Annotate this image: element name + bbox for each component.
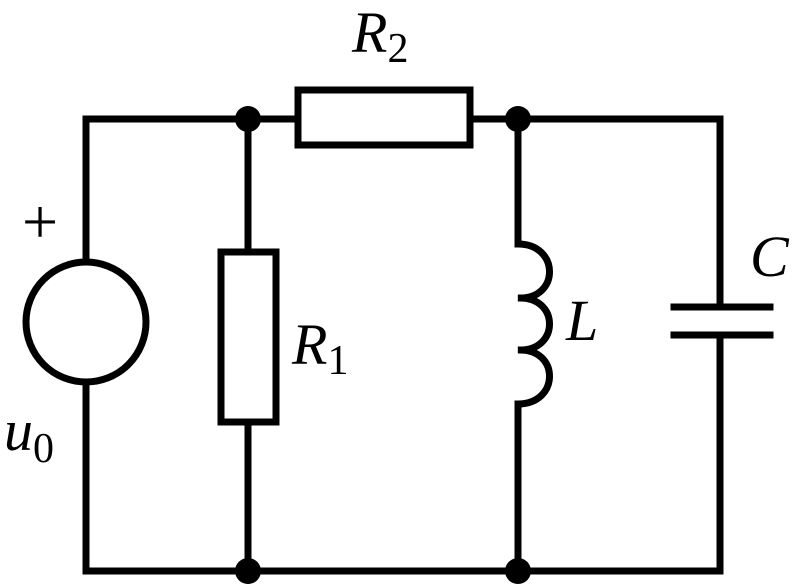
junction-dot-top-right: [505, 106, 531, 132]
wires: [82, 115, 724, 575]
inductor-coil: [514, 240, 553, 408]
r2-label: R2: [351, 0, 408, 72]
voltage-source: [22, 258, 150, 386]
junction-dot-bottom-left: [235, 558, 261, 584]
source-label: u0: [4, 398, 54, 472]
junction-dot-top-left: [235, 106, 261, 132]
capacitor-label: C: [750, 224, 790, 289]
r1-label: R1: [291, 312, 348, 384]
inductor-label: L: [565, 288, 598, 353]
resistor-r2: [294, 86, 474, 149]
resistor-r1: [217, 248, 280, 426]
source-plus-sign: +: [22, 186, 58, 257]
junction-dot-bottom-right: [505, 558, 531, 584]
